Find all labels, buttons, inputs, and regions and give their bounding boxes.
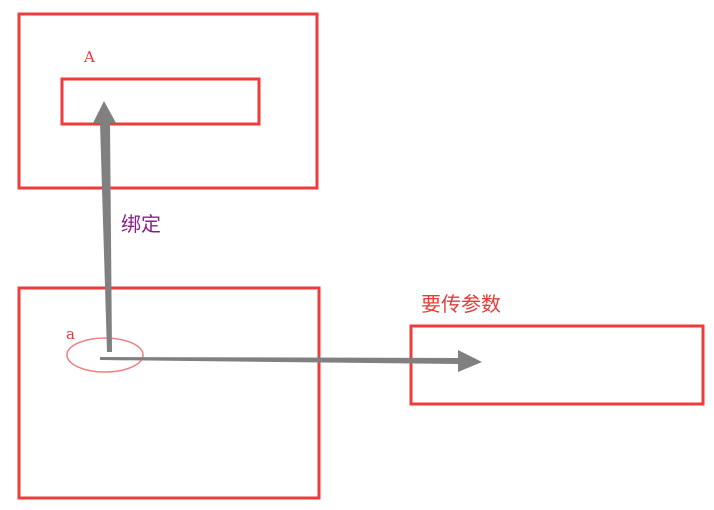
- attribute-a-ellipse: [66, 337, 144, 373]
- target-box: [409, 324, 705, 406]
- component-A-label: A: [83, 48, 95, 66]
- component-A-inner-box: [60, 77, 261, 126]
- bind-arrow: [93, 101, 116, 352]
- pass-params-arrow: [100, 350, 482, 372]
- bind-label: 绑定: [121, 212, 161, 236]
- component-a-box: [17, 286, 321, 500]
- pass-params-label: 要传参数: [421, 292, 501, 316]
- component-a-label: a: [66, 325, 75, 343]
- component-A-box: [17, 12, 319, 190]
